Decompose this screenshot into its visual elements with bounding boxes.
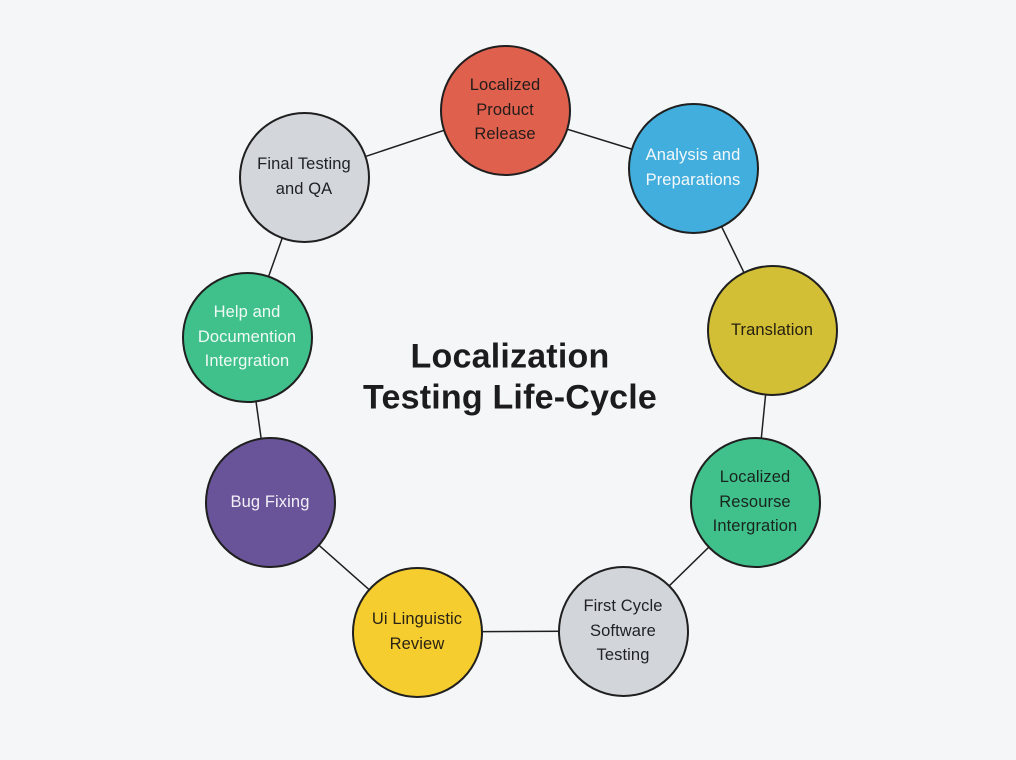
node-label: Help and Documention Intergration xyxy=(197,302,297,371)
diagram-title-line1: Localization xyxy=(410,337,610,376)
node-localized-product-release: Localized Product Release xyxy=(439,44,571,176)
node-label: Localized Product Release xyxy=(469,75,541,144)
node-final-testing-and-qa: Final Testing and QA xyxy=(238,111,370,243)
node-bug-fixing: Bug Fixing xyxy=(204,436,336,568)
node-label: Bug Fixing xyxy=(230,492,310,511)
node-label: Localized Resourse Intergration xyxy=(712,467,798,536)
node-ui-linguistic-review: Ui Linguistic Review xyxy=(351,566,483,698)
diagram-title-line2: Testing Life-Cycle xyxy=(363,379,657,417)
node-analysis-and-preparations: Analysis and Preparations xyxy=(627,102,759,234)
node-help-and-documention-intergration: Help and Documention Intergration xyxy=(181,271,313,403)
connector-polygon xyxy=(246,109,773,633)
node-translation: Translation xyxy=(706,264,838,396)
node-label: Analysis and Preparations xyxy=(645,146,741,189)
node-label: Translation xyxy=(730,320,814,339)
node-label: Final Testing and QA xyxy=(257,155,351,198)
node-localized-resourse-intergration: Localized Resourse Intergration xyxy=(689,436,821,568)
node-label: First Cycle Software Testing xyxy=(583,596,663,665)
node-first-cycle-software-testing: First Cycle Software Testing xyxy=(557,565,689,697)
node-label: Ui Linguistic Review xyxy=(371,610,463,653)
diagram-title: Localization Testing Life-Cycle xyxy=(363,337,657,420)
